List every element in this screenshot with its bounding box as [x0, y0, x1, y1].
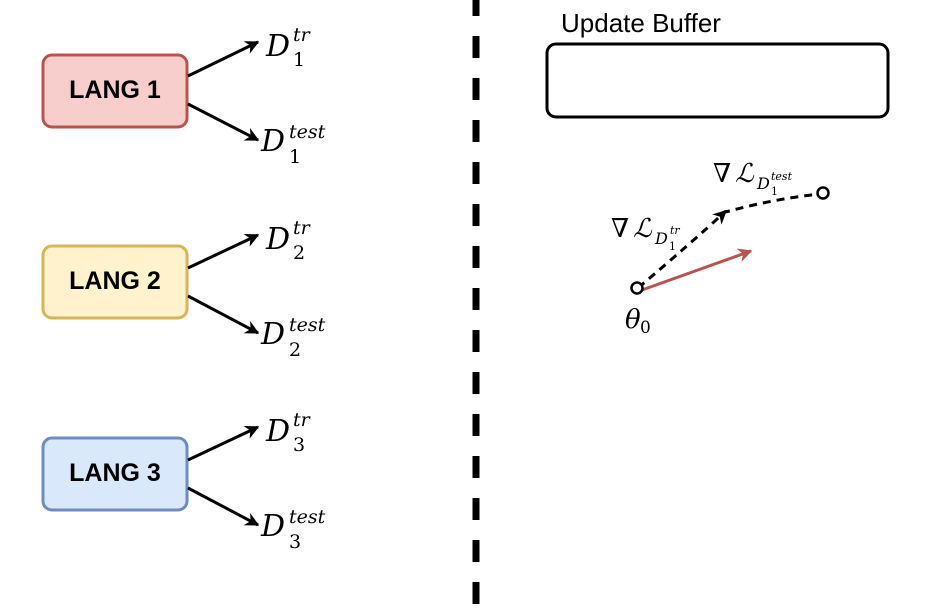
lang-box[interactable] [41, 436, 189, 512]
gradient-step-1-arrow [637, 209, 728, 290]
dataset-symbol: D [654, 229, 668, 248]
step-2-label: ∇ ℒ D test 1 [713, 159, 793, 198]
lang-box[interactable] [41, 53, 189, 129]
superscript: test [289, 121, 326, 143]
dataset-symbol: D [260, 317, 285, 352]
gradient-step-2-arrow [721, 192, 821, 215]
dataset-symbol: D [265, 222, 290, 257]
subscript: 0 [640, 318, 651, 338]
lang-group-3: LANG 3 D tr 3 D test 3 [41, 409, 326, 553]
lang-label: LANG 1 [69, 76, 161, 104]
update-direction-arrow [641, 248, 753, 292]
subscript: 3 [293, 434, 305, 456]
test-arrow [187, 486, 260, 527]
lang-label: LANG 3 [69, 459, 161, 487]
loss-symbol: ℒ [633, 214, 653, 244]
subscript: 1 [669, 240, 676, 253]
dataset-symbol: D [265, 414, 290, 449]
loss-symbol: ℒ [735, 159, 755, 189]
train-set-label: D tr 3 [265, 409, 312, 456]
train-arrow [187, 233, 260, 270]
train-set-label: D tr 2 [265, 217, 312, 264]
test-arrow [187, 294, 260, 335]
gradient-path: θ 0 ∇ ℒ D tr 1 ∇ ℒ D test 1 [611, 159, 830, 338]
subscript: 1 [293, 49, 305, 71]
step-1-label: ∇ ℒ D tr 1 [611, 214, 680, 253]
dataset-symbol: D [260, 509, 285, 544]
theta-label: θ 0 [625, 305, 651, 338]
buffer-title: Update Buffer [561, 8, 721, 38]
subscript: 1 [771, 185, 778, 198]
lang-group-1: LANG 1 D tr 1 D test 1 [41, 24, 326, 168]
superscript: tr [670, 224, 680, 237]
dataset-symbol: D [260, 124, 285, 159]
lang-box[interactable] [41, 244, 189, 320]
test-set-label: D test 1 [260, 121, 326, 168]
lang-group-2: LANG 2 D tr 2 D test 2 [41, 217, 326, 361]
superscript: test [771, 170, 793, 183]
subscript: 3 [289, 531, 301, 553]
subscript: 2 [293, 242, 305, 264]
dataset-symbol: D [756, 174, 770, 193]
superscript: tr [293, 24, 312, 46]
test-arrow [187, 102, 260, 142]
theta-end-point [816, 186, 830, 200]
test-set-label: D test 3 [260, 506, 326, 553]
dataset-symbol: D [265, 29, 290, 64]
nabla-symbol: ∇ [713, 159, 731, 189]
test-set-label: D test 2 [260, 314, 326, 361]
lang-label: LANG 2 [69, 267, 161, 295]
update-buffer-box[interactable] [545, 42, 890, 119]
theta-symbol: θ [625, 305, 641, 335]
superscript: test [289, 314, 326, 336]
superscript: tr [293, 217, 312, 239]
subscript: 2 [289, 339, 301, 361]
subscript: 1 [289, 146, 301, 168]
nabla-symbol: ∇ [611, 214, 629, 244]
train-arrow [187, 425, 260, 462]
theta-start-point [630, 281, 644, 295]
train-set-label: D tr 1 [265, 24, 312, 71]
train-arrow [187, 40, 260, 78]
superscript: tr [293, 409, 312, 431]
superscript: test [289, 506, 326, 528]
